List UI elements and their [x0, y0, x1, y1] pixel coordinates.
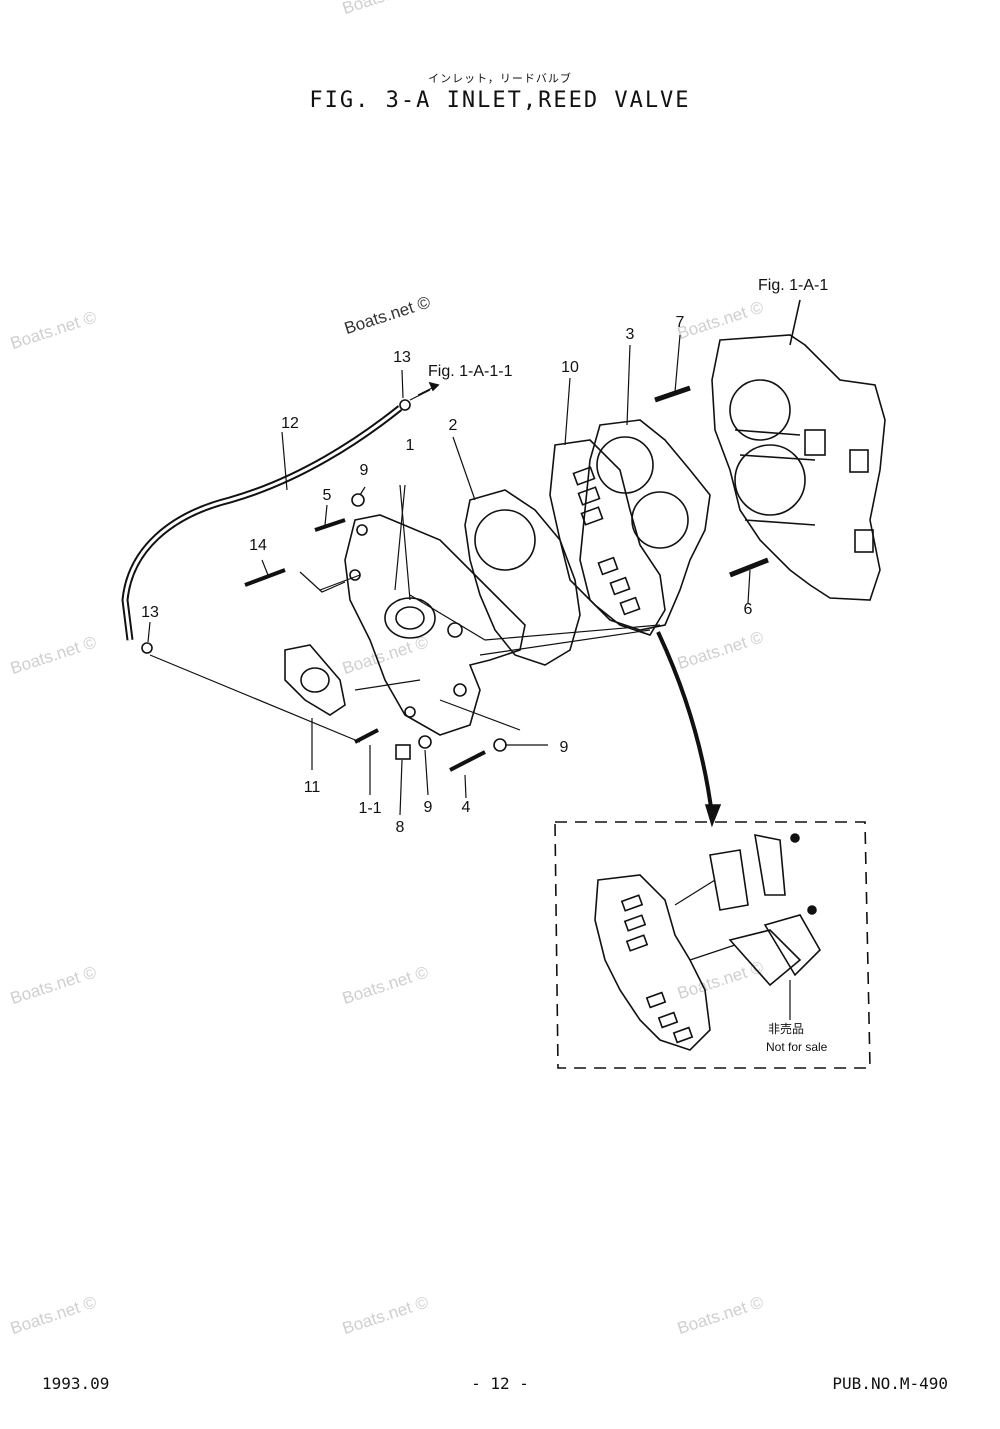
- callout-14: 14: [249, 537, 267, 554]
- footer-date: 1993.09: [42, 1374, 110, 1393]
- not-for-sale-jp: 非売品: [768, 1021, 804, 1036]
- callout-11: 11: [304, 779, 321, 796]
- washer-9-right: [493, 738, 507, 752]
- callout-5: 5: [323, 487, 332, 504]
- bolt-5: [314, 518, 346, 532]
- callout-9-mid: 9: [424, 799, 433, 816]
- callout-2: 2: [449, 417, 458, 434]
- hose-12: [121, 405, 403, 641]
- callout-1: 1: [406, 437, 415, 454]
- footer-page-number: - 12 -: [471, 1374, 529, 1393]
- detail-box: [554, 821, 871, 1069]
- callout-6: 6: [744, 601, 753, 618]
- callout-13-top: 13: [393, 349, 411, 366]
- stud-6: [729, 557, 769, 578]
- clip-13-top: [399, 399, 411, 411]
- not-for-sale-label: Not for sale: [766, 1040, 828, 1054]
- washer-9-mid: [418, 735, 432, 749]
- callout-10: 10: [561, 359, 579, 376]
- callout-3: 3: [626, 326, 635, 343]
- footer-pub-number: PUB.NO.M-490: [832, 1374, 948, 1393]
- fitting-1-1: [354, 728, 379, 744]
- callout-8: 8: [396, 819, 405, 836]
- bolt-4: [449, 750, 486, 772]
- callout-9-right: 9: [560, 739, 569, 756]
- callout-1-1: 1-1: [358, 800, 381, 817]
- nut-8: [395, 744, 411, 760]
- gasket-3: [579, 419, 711, 631]
- gasket-2: [464, 489, 581, 666]
- callout-13-bottom: 13: [141, 604, 159, 621]
- ref-fig-1-a-1-1: Fig. 1-A-1-1: [428, 363, 513, 380]
- ref-fig-1-a-1: Fig. 1-A-1: [758, 277, 828, 294]
- stud-7: [654, 385, 691, 403]
- reed-plate-10: [549, 439, 666, 636]
- callout-7: 7: [676, 314, 685, 331]
- figure-title: FIG. 3-A INLET,REED VALVE: [309, 88, 691, 113]
- washer-9-top: [351, 493, 365, 507]
- callout-4: 4: [462, 799, 471, 816]
- bolt-14: [244, 568, 286, 587]
- callout-12: 12: [281, 415, 299, 432]
- clip-13-bottom: [141, 642, 153, 654]
- inlet-manifold-1: [344, 514, 526, 736]
- crankcase: [711, 299, 886, 601]
- callout-9-top: 9: [360, 462, 369, 479]
- japanese-title: インレット，リードバルブ: [428, 72, 572, 85]
- insulator-11: [284, 644, 346, 716]
